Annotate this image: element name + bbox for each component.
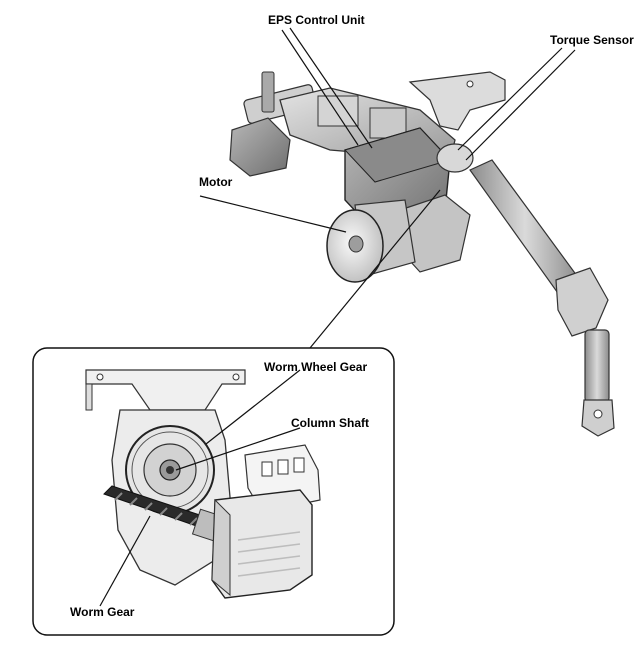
label-motor: Motor [199, 175, 233, 189]
gear-detail-illustration [85, 369, 321, 599]
steering-column-assembly [229, 71, 615, 437]
leader-lines [99, 27, 576, 607]
column-bracket-a [317, 95, 359, 127]
leader-worm-wheel-gear [205, 369, 301, 445]
label-eps-control-unit: EPS Control Unit [268, 13, 365, 27]
torque-sensor-ring [436, 143, 474, 173]
intermediate-shaft [469, 159, 581, 297]
universal-joint [555, 267, 609, 337]
motor-cooling-fins [237, 531, 301, 577]
bracket-hole [466, 80, 474, 88]
leader-worm-gear [99, 515, 151, 607]
upper-shaft-spline [261, 71, 275, 113]
label-torque-sensor: Torque Sensor [550, 33, 634, 47]
connector-pin-2 [277, 459, 289, 475]
leader-motor [199, 195, 347, 233]
label-worm-gear: Worm Gear [70, 605, 135, 619]
label-column-shaft: Column Shaft [291, 416, 369, 430]
tilt-lever-block [229, 117, 291, 177]
plate-hole-right [232, 373, 240, 381]
connector-pin-3 [293, 457, 305, 473]
inset-motor-block [211, 489, 313, 599]
column-bracket-b [369, 107, 407, 139]
mounting-bracket [408, 71, 506, 131]
plate-leg [85, 383, 93, 411]
column-shaft-center [166, 466, 174, 474]
connector-pin-1 [261, 461, 273, 477]
plate-hole-left [96, 373, 104, 381]
leader-torque-sensor [457, 47, 563, 151]
lower-shaft [584, 329, 610, 403]
leader-eps-control-unit [289, 27, 373, 149]
leader-inset-to-assembly [309, 189, 441, 349]
label-worm-wheel-gear: Worm Wheel Gear [264, 360, 367, 374]
leader-eps-control-unit-2 [281, 29, 359, 146]
worm-gear-thread [114, 492, 198, 526]
yoke-bolt [593, 409, 603, 419]
motor-hub [348, 235, 364, 253]
leader-torque-sensor-2 [465, 49, 576, 161]
leader-column-shaft [175, 427, 301, 471]
inset-motor-front [211, 498, 231, 597]
